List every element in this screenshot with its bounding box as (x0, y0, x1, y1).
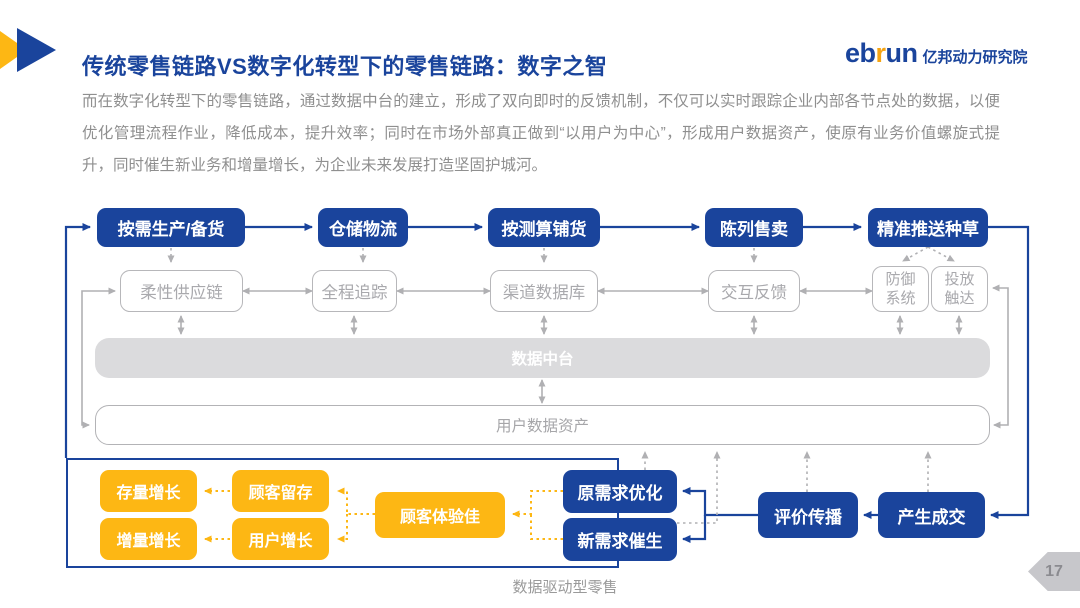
box-deal-generation: 产生成交 (878, 492, 985, 538)
title-arrow-navy-icon (17, 28, 56, 72)
intro-paragraph: 而在数字化转型下的零售链路，通过数据中台的建立，形成了双向即时的反馈机制，不仅可… (82, 93, 1000, 174)
diagram-caption: 数据驱动型零售 (512, 579, 618, 596)
box-delivery-reach: 投放触达 (931, 266, 988, 312)
box-full-tracking: 全程追踪 (312, 270, 397, 312)
box-calculated-distribution: 按测算铺货 (488, 208, 600, 247)
page-title: 传统零售链路VS数字化转型下的零售链路：数字之智 (82, 53, 608, 79)
box-warehouse-logistics: 仓储物流 (318, 208, 408, 247)
box-original-demand-optimization: 原需求优化 (563, 470, 677, 513)
data-driven-retail-frame (66, 458, 619, 568)
logo-r-accent: r (875, 38, 887, 68)
box-precise-push-seeding: 精准推送种草 (868, 208, 988, 247)
box-new-demand-generation: 新需求催生 (563, 518, 677, 561)
box-display-sales: 陈列售卖 (705, 208, 803, 247)
logo-text-chinese: 亿邦动力研究院 (922, 49, 1028, 66)
box-incremental-growth: 增量增长 (100, 518, 197, 560)
box-channel-database: 渠道数据库 (490, 270, 598, 312)
box-customer-experience: 顾客体验佳 (375, 492, 505, 538)
bar-data-middle-platform: 数据中台 (95, 338, 990, 378)
box-defense-system: 防御系统 (872, 266, 929, 312)
box-stock-growth: 存量增长 (100, 470, 197, 512)
box-customer-retention: 顾客留存 (232, 470, 329, 512)
bar-user-data-asset: 用户数据资产 (95, 405, 990, 445)
box-interactive-feedback: 交互反馈 (708, 270, 800, 312)
box-on-demand-production: 按需生产/备货 (97, 208, 245, 247)
box-flexible-supply-chain: 柔性供应链 (120, 270, 243, 312)
box-user-growth: 用户增长 (232, 518, 329, 560)
logo-text-latin: ebrun (845, 38, 918, 68)
box-review-spread: 评价传播 (758, 492, 858, 538)
